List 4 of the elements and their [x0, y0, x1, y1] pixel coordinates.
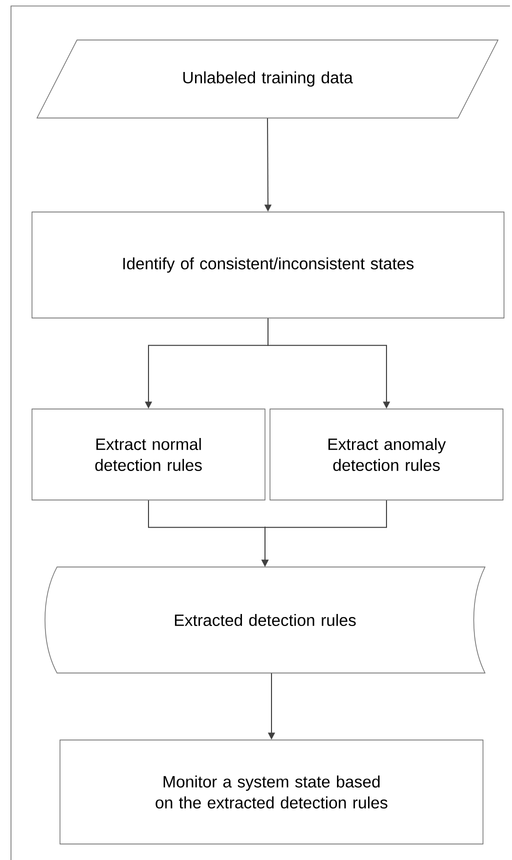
- process-box: Extract normal detection rules: [32, 408, 266, 500]
- process-box: Extract anomaly detection rules: [270, 408, 504, 500]
- process-box: Monitor a system state based on the extracted detection rules: [60, 740, 484, 844]
- process-box: Identify of consistent/inconsistent states: [32, 212, 504, 318]
